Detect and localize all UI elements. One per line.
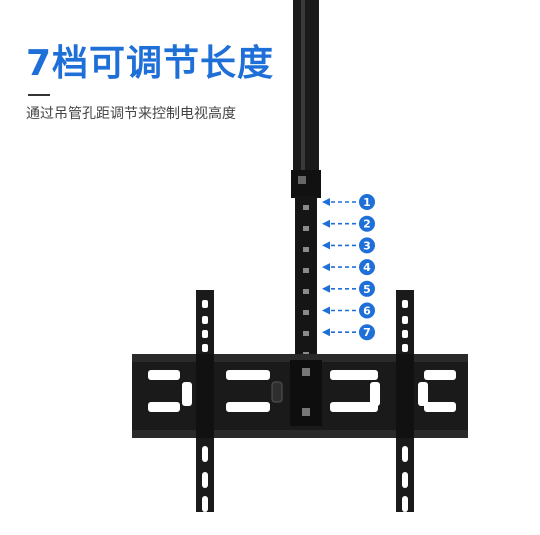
bracket-hole	[202, 344, 208, 352]
step-number-badge	[359, 194, 375, 210]
left-bracket-front	[196, 354, 214, 438]
right-bracket-front	[396, 354, 414, 438]
pole-hole	[303, 331, 309, 336]
plate-slot	[226, 402, 270, 412]
plate-bottom-edge	[132, 430, 468, 438]
bracket-slot	[402, 472, 408, 488]
step-marker: 6	[322, 302, 375, 319]
arrow-left-icon	[322, 306, 330, 315]
bracket-hole	[402, 330, 408, 338]
plate-slot	[424, 402, 456, 412]
pole-upper-highlight	[301, 0, 305, 195]
plate-slot	[330, 402, 378, 412]
plate-slot	[370, 382, 380, 406]
hub-bolt-bottom	[302, 408, 310, 416]
plate-cutouts	[148, 370, 456, 412]
plate-slot	[148, 402, 180, 412]
step-number-badge	[359, 280, 375, 297]
arrow-left-icon	[322, 328, 330, 337]
plate-slot	[148, 370, 180, 380]
step-marker: 3	[322, 237, 375, 254]
pole-hole	[303, 226, 309, 231]
pole-hole	[303, 205, 309, 210]
bracket-hole	[402, 316, 408, 324]
plate-top-edge	[132, 354, 468, 362]
bracket-hole	[202, 300, 208, 308]
step-marker: 2	[322, 215, 375, 232]
step-number-label: 1	[363, 196, 371, 209]
step-number-badge	[359, 324, 375, 341]
step-marker: 1	[322, 194, 375, 210]
step-number-label: 5	[363, 283, 371, 296]
pole-hole	[303, 310, 309, 315]
pole-hole	[303, 268, 309, 273]
step-number-label: 4	[363, 261, 371, 274]
step-number-badge	[359, 259, 375, 276]
bracket-hole	[402, 344, 408, 352]
divider-rule	[28, 94, 50, 96]
step-number-badge	[359, 215, 375, 232]
bracket-slot	[402, 496, 408, 512]
bracket-slot	[402, 446, 408, 462]
bracket-slot	[202, 446, 208, 462]
pole-lower	[295, 196, 317, 364]
plate-slot	[424, 370, 456, 380]
arrow-left-icon	[322, 219, 330, 228]
plate-slot	[418, 382, 428, 406]
left-bracket-slots	[202, 300, 208, 512]
step-number-label: 2	[363, 218, 371, 231]
bracket-slot	[202, 496, 208, 512]
bracket-hole	[402, 300, 408, 308]
step-number-label: 7	[363, 326, 371, 339]
bracket-hole	[202, 316, 208, 324]
step-number-label: 3	[363, 239, 371, 252]
pole-hole	[303, 247, 309, 252]
bracket-slot	[202, 472, 208, 488]
headline: 7档可调节长度	[26, 43, 275, 84]
pole-hole	[303, 289, 309, 294]
subline: 通过吊管孔距调节来控制电视高度	[26, 106, 236, 122]
step-number-badge	[359, 302, 375, 319]
tilt-knob-icon	[271, 381, 283, 403]
plate-slot	[330, 370, 378, 380]
arrow-left-icon	[322, 284, 330, 293]
step-marker: 4	[322, 259, 375, 276]
right-bracket-slots	[402, 300, 408, 512]
arrow-left-icon	[322, 241, 330, 250]
arrow-left-icon	[322, 263, 330, 272]
step-number-label: 6	[363, 305, 371, 318]
step-marker: 7	[322, 324, 375, 341]
step-markers: 1 2 3 4 5 6 7	[322, 194, 375, 341]
step-marker: 5	[322, 280, 375, 297]
hub-bolt-top	[302, 368, 310, 376]
step-number-badge	[359, 237, 375, 254]
pole-collar-bolt	[298, 176, 306, 184]
pole-upper	[293, 0, 319, 195]
plate-slot	[182, 382, 192, 406]
bracket-hole	[202, 330, 208, 338]
plate-slot	[226, 370, 270, 380]
arrow-left-icon	[322, 198, 330, 206]
